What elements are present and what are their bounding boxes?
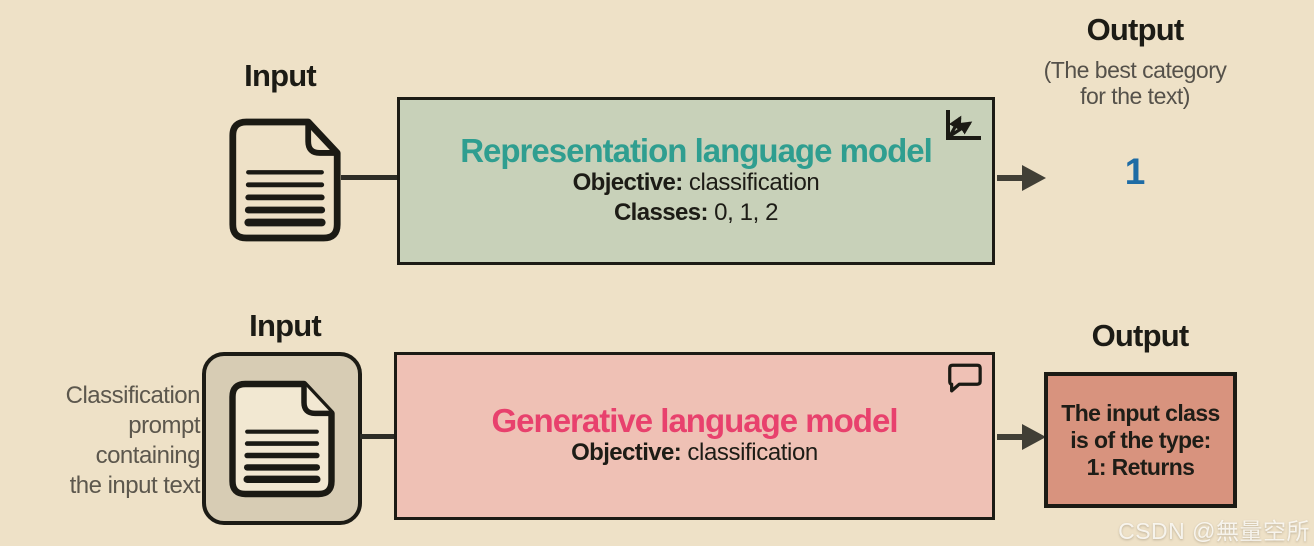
model-title: Representation language model (460, 131, 933, 169)
bottom-output-label: Output (1091, 318, 1190, 353)
classes-value: 0, 1, 2 (707, 199, 779, 227)
classes-line: Classes: 0, 1, 2 (613, 198, 779, 228)
generative-output-box: The input class is of the type: 1: Retur… (1044, 372, 1237, 508)
flow-arrow-head-icon (1022, 424, 1046, 450)
top-output-label: Output (1086, 12, 1185, 47)
objective-value: classification (682, 169, 820, 197)
prompt-document-tile (202, 352, 362, 525)
connector-line (360, 434, 396, 439)
document-icon (227, 114, 343, 246)
bottom-input-label: Input (249, 308, 322, 343)
flow-arrow-icon (997, 175, 1023, 181)
document-icon (227, 376, 337, 502)
top-input-label: Input (244, 58, 317, 93)
flow-arrow-head-icon (1022, 165, 1046, 191)
objective-line: Objective: classification (571, 438, 818, 468)
representation-model-box: Representation language model Objective:… (397, 97, 995, 265)
flow-arrow-icon (997, 434, 1023, 440)
objective-value: classification (681, 439, 818, 467)
prompt-caption: Classification prompt containing the inp… (65, 382, 201, 499)
objective-label: Objective: (572, 169, 684, 197)
speech-bubble-icon (945, 362, 983, 400)
top-output-value: 1 (1124, 151, 1146, 192)
model-title: Generative language model (491, 401, 899, 439)
watermark: CSDN @無量空所 (1118, 518, 1310, 544)
connector-line (341, 175, 397, 180)
objective-label: Objective: (571, 439, 682, 467)
classes-label: Classes: (613, 199, 709, 227)
objective-line: Objective: classification (573, 168, 820, 198)
vector-axes-icon (943, 107, 983, 148)
top-output-caption: (The best category for the text) (1043, 57, 1227, 109)
generative-model-box: Generative language model Objective: cla… (394, 352, 995, 520)
